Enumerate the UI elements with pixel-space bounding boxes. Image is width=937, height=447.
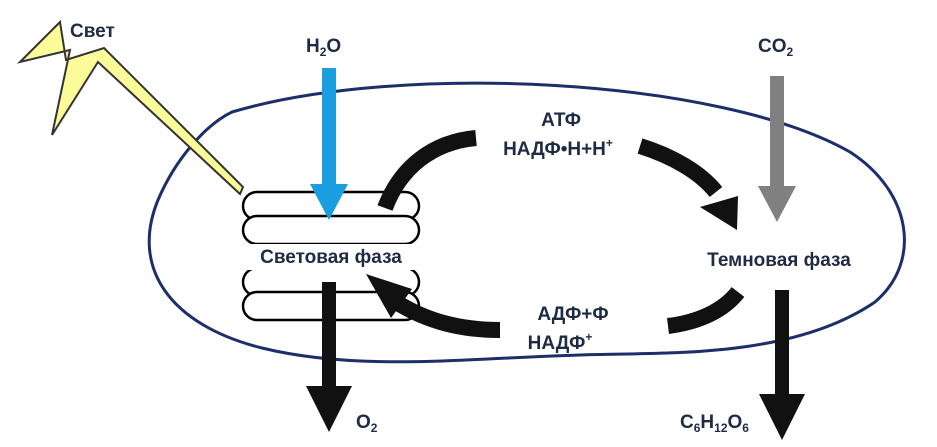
nadp-label: НАДФ+ [528, 330, 593, 354]
light-label: Свет [70, 21, 115, 42]
oxygen-label: O2 [356, 412, 378, 435]
co2-label: CO2 [758, 36, 794, 59]
adp-label: АДФ+Ф [537, 304, 608, 325]
atp-label: АТФ [541, 110, 581, 131]
oxygen-output-arrow [306, 282, 352, 432]
water-input-arrow [310, 68, 348, 220]
water-label: H2O [306, 36, 341, 59]
glucose-output-arrow [759, 290, 805, 440]
light-bolt-icon [16, 19, 245, 196]
chloroplast-outline [147, 81, 906, 364]
co2-input-arrow [758, 76, 796, 222]
nadph-label: НАДФ•Н+Н+ [503, 136, 613, 160]
light-phase-label: Световая фаза [260, 247, 402, 268]
thylakoid-disc [241, 214, 421, 246]
adp-nadp-flow-arrow [366, 274, 745, 338]
glucose-label: C6H12O6 [680, 412, 749, 435]
atp-nadph-flow-arrow [377, 130, 738, 230]
dark-phase-label: Темновая фаза [707, 250, 851, 271]
